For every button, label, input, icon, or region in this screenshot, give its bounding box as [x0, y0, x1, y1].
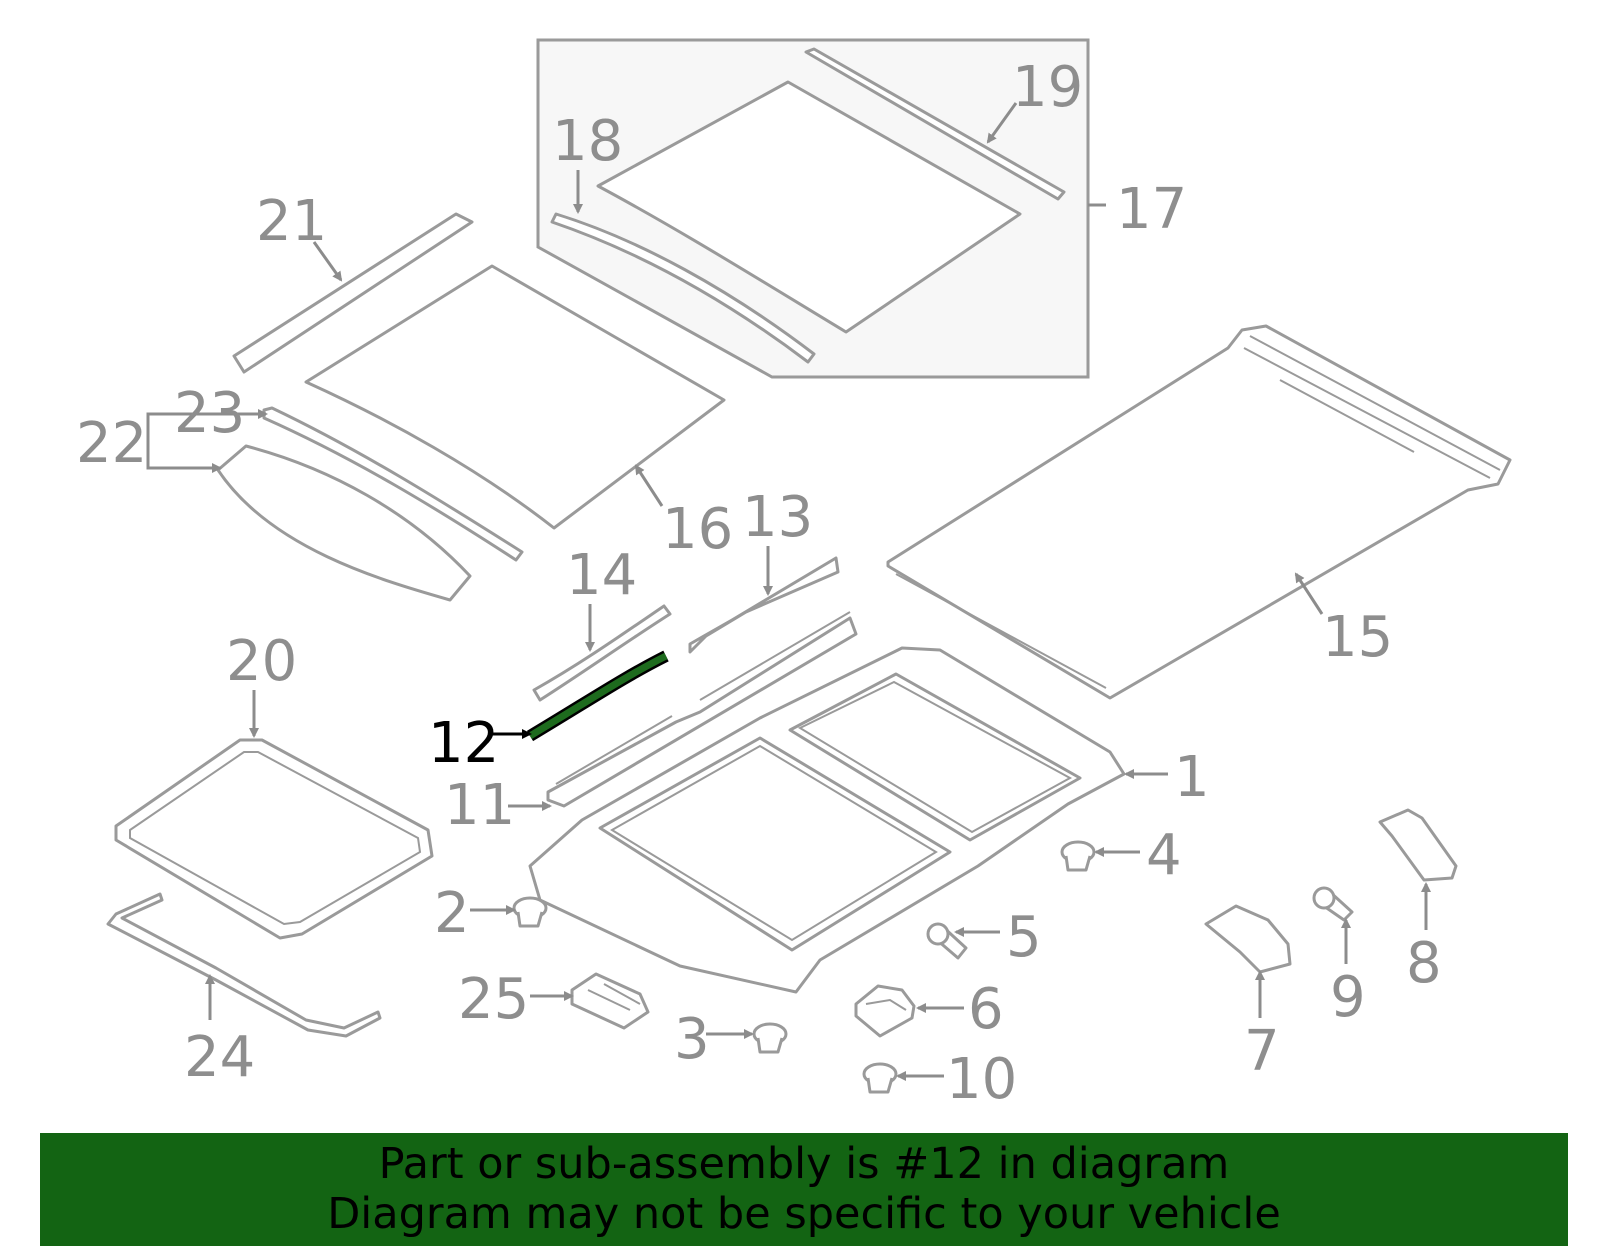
- part-8-cover: [1378, 808, 1458, 882]
- callout-7: 7: [1244, 1019, 1280, 1084]
- callout-2: 2: [434, 881, 470, 946]
- leader-21: [312, 241, 343, 282]
- part-7-bracket: [1204, 904, 1292, 974]
- part-25-motor: [570, 972, 650, 1030]
- part-15-rail: [895, 335, 1501, 689]
- callout-6: 6: [968, 977, 1004, 1042]
- part-1-opening-front: [598, 736, 952, 952]
- callout-10: 10: [946, 1047, 1017, 1112]
- callout-14: 14: [566, 543, 637, 608]
- part-13-strip: [688, 556, 840, 654]
- callout-24: 24: [184, 1025, 255, 1090]
- part-1-opening-rear: [788, 672, 1082, 842]
- callout-22: 22: [76, 411, 147, 476]
- leader-19: [986, 102, 1018, 144]
- callout-23: 23: [174, 381, 245, 446]
- part-22-deflector: [216, 444, 472, 602]
- leader-15: [1294, 572, 1324, 615]
- callout-5: 5: [1006, 905, 1042, 970]
- part-15-sunshade: [886, 324, 1512, 700]
- part-20-glass-seal: [114, 738, 434, 940]
- part-1-opening-front-inner: [610, 744, 938, 942]
- part-5-bolt: [926, 922, 968, 960]
- part-1-roof-frame: [528, 646, 1126, 994]
- callout-8: 8: [1406, 931, 1442, 996]
- part-3-nut: [752, 1022, 788, 1054]
- part-24-drain-strip: [106, 892, 382, 1038]
- bracket-22: [146, 412, 170, 470]
- part-6-bracket: [854, 984, 916, 1038]
- banner-line-2: Diagram may not be specific to your vehi…: [327, 1189, 1281, 1239]
- callout-16: 16: [662, 497, 733, 562]
- callout-1: 1: [1174, 745, 1210, 810]
- part-12-highlighted-fill: [528, 652, 668, 740]
- part-1-opening-rear-inner: [797, 680, 1073, 834]
- part-21-strip: [232, 212, 474, 374]
- callout-11: 11: [444, 773, 515, 838]
- part-16-glass: [304, 264, 726, 530]
- part-14-strip: [532, 604, 672, 702]
- callout-13: 13: [742, 485, 813, 550]
- callout-21: 21: [256, 189, 327, 254]
- callout-25: 25: [458, 967, 529, 1032]
- callout-17: 17: [1116, 177, 1187, 242]
- callout-9: 9: [1330, 965, 1366, 1030]
- callout-18: 18: [552, 109, 623, 174]
- callout-20: 20: [226, 629, 297, 694]
- part-10-nut: [862, 1062, 898, 1094]
- callout-15: 15: [1322, 605, 1393, 670]
- leader-16: [634, 464, 664, 507]
- part-23-seal: [262, 406, 524, 562]
- inset-glass-panel: [596, 80, 1022, 334]
- part-18-seal: [550, 212, 816, 364]
- banner-line-1: Part or sub-assembly is #12 in diagram: [378, 1139, 1230, 1189]
- part-2-nut: [512, 896, 548, 928]
- part-19-seal: [804, 47, 1066, 201]
- part-11-rail-detail: [555, 611, 851, 785]
- callout-3: 3: [674, 1007, 710, 1072]
- callout-4: 4: [1146, 823, 1182, 888]
- info-banner: Part or sub-assembly is #12 in diagram D…: [40, 1133, 1568, 1246]
- part-4-nut: [1060, 840, 1096, 872]
- callout-12: 12: [428, 711, 499, 776]
- part-9-bolt: [1312, 886, 1354, 922]
- callout-19: 19: [1012, 55, 1083, 120]
- part-20-inner: [129, 751, 422, 926]
